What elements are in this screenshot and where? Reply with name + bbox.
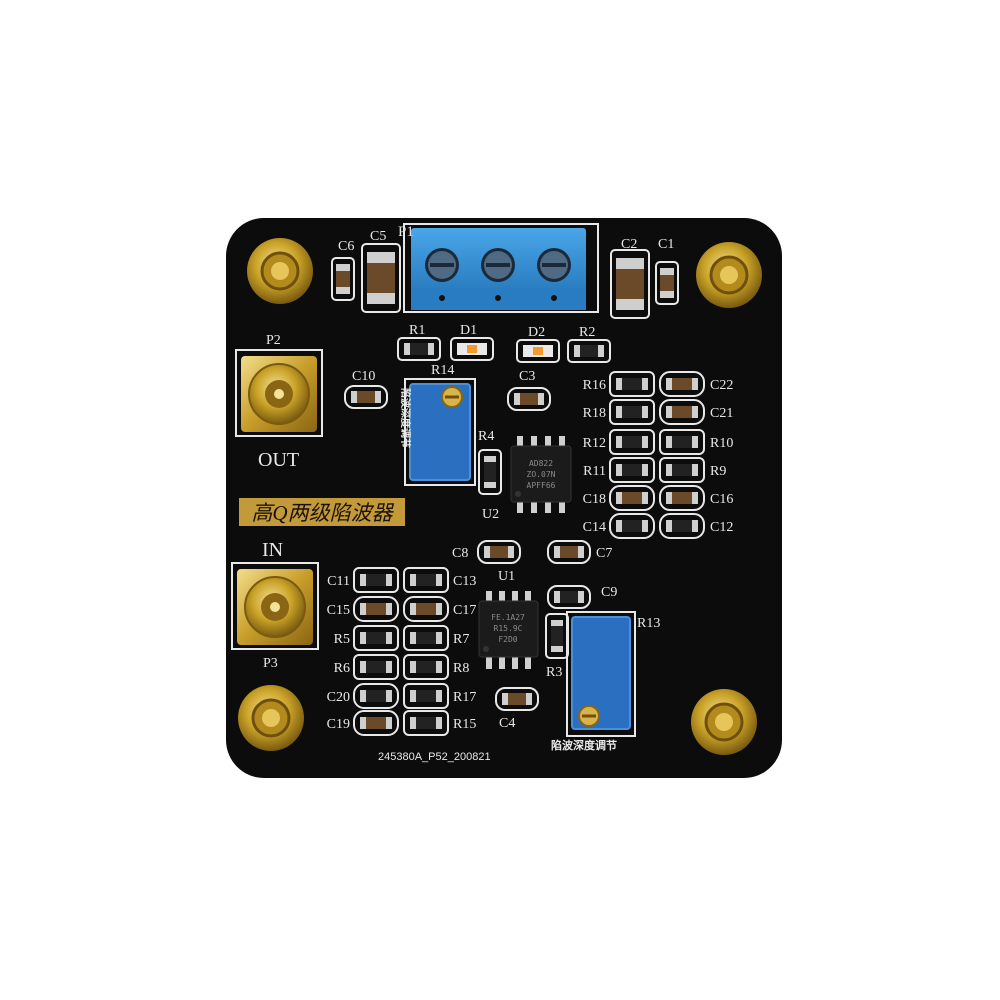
left-component-grid: [353, 567, 449, 736]
resistor-r2: [567, 339, 611, 363]
label-c2: C2: [621, 237, 637, 252]
label-r15: R15: [453, 717, 476, 732]
label-out: OUT: [258, 449, 299, 471]
label-r12: R12: [583, 436, 606, 451]
mounting-hole-bottom-right: [691, 689, 757, 755]
label-r2: R2: [579, 325, 595, 340]
capacitor-c5: [361, 243, 401, 313]
label-r6: R6: [334, 661, 350, 676]
label-r10: R10: [710, 436, 733, 451]
label-c10: C10: [352, 369, 375, 384]
u2-marking-1: AD822: [529, 459, 553, 468]
label-r18: R18: [583, 406, 606, 421]
label-r13: R13: [637, 616, 660, 631]
label-c8: C8: [452, 546, 468, 561]
sma-connector-in: [231, 562, 319, 650]
label-r17: R17: [453, 690, 476, 705]
label-p3: P3: [263, 656, 278, 671]
label-c12: C12: [710, 520, 733, 535]
label-r4: R4: [478, 429, 494, 444]
u2-marking-3: APFF66: [527, 481, 556, 490]
u1-marking-2: R15.9C: [494, 624, 523, 633]
right-component-grid: [609, 371, 705, 539]
label-c1: C1: [658, 237, 674, 252]
capacitor-c8: [477, 540, 521, 564]
potentiometer-r14: [404, 378, 476, 486]
label-c17: C17: [453, 603, 476, 618]
resistor-r4: [478, 449, 502, 495]
mounting-hole-top-right: [696, 242, 762, 308]
label-c13: C13: [453, 574, 476, 589]
label-c9: C9: [601, 585, 617, 600]
depth-label-vertical: 陷波深度调节: [399, 388, 412, 448]
led-d1: [450, 337, 494, 361]
terminal-block-p1: [411, 228, 586, 310]
label-u1: U1: [498, 569, 515, 584]
sma-connector-out: [235, 349, 323, 437]
label-c11: C11: [327, 574, 350, 589]
label-c5: C5: [370, 229, 386, 244]
title-banner-text: 高Q两级陷波器: [251, 501, 394, 525]
label-c21: C21: [710, 406, 733, 421]
label-p2: P2: [266, 333, 281, 348]
capacitor-c9: [547, 585, 591, 609]
capacitor-c7: [547, 540, 591, 564]
label-c20: C20: [327, 690, 350, 705]
label-d2: D2: [528, 325, 545, 340]
label-c19: C19: [327, 717, 350, 732]
led-d2: [516, 339, 560, 363]
u1-marking-1: FE.1A27: [491, 613, 525, 622]
label-c15: C15: [327, 603, 350, 618]
ic-u2: AD822 ZO.07N APFF66: [510, 436, 572, 513]
label-c18: C18: [583, 492, 606, 507]
label-r9: R9: [710, 464, 726, 479]
label-r8: R8: [453, 661, 469, 676]
label-d1: D1: [460, 323, 477, 338]
capacitor-c3: [507, 387, 551, 411]
ic-u1: FE.1A27 R15.9C F2D0: [478, 591, 539, 669]
label-c4: C4: [499, 716, 515, 731]
label-r1: R1: [409, 323, 425, 338]
label-r5: R5: [334, 632, 350, 647]
depth-label-bottom: 陷波深度调节: [551, 738, 617, 752]
label-r14: R14: [431, 363, 454, 378]
label-c14: C14: [583, 520, 606, 535]
label-c22: C22: [710, 378, 733, 393]
label-c3: C3: [519, 369, 535, 384]
label-c6: C6: [338, 239, 354, 254]
terminal-outline: [403, 223, 599, 313]
capacitor-c6: [331, 257, 355, 301]
label-c16: C16: [710, 492, 733, 507]
capacitor-c2: [610, 249, 650, 319]
title-banner: 高Q两级陷波器: [239, 498, 405, 526]
label-r7: R7: [453, 632, 469, 647]
capacitor-c10: [344, 385, 388, 409]
version-code: 245380A_P52_200821: [378, 751, 491, 763]
capacitor-c4: [495, 687, 539, 711]
mounting-hole-top-left: [247, 238, 313, 304]
label-r11: R11: [583, 464, 606, 479]
label-c7: C7: [596, 546, 612, 561]
u2-marking-2: ZO.07N: [527, 470, 556, 479]
potentiometer-r13: [566, 611, 636, 737]
capacitor-c1: [655, 261, 679, 305]
label-p1: P1: [398, 224, 414, 240]
label-r3: R3: [546, 665, 562, 680]
label-u2: U2: [482, 507, 499, 522]
label-r16: R16: [583, 378, 606, 393]
mounting-hole-bottom-left: [238, 685, 304, 751]
resistor-r1: [397, 337, 441, 361]
u1-marking-3: F2D0: [498, 635, 517, 644]
label-in: IN: [262, 539, 283, 561]
